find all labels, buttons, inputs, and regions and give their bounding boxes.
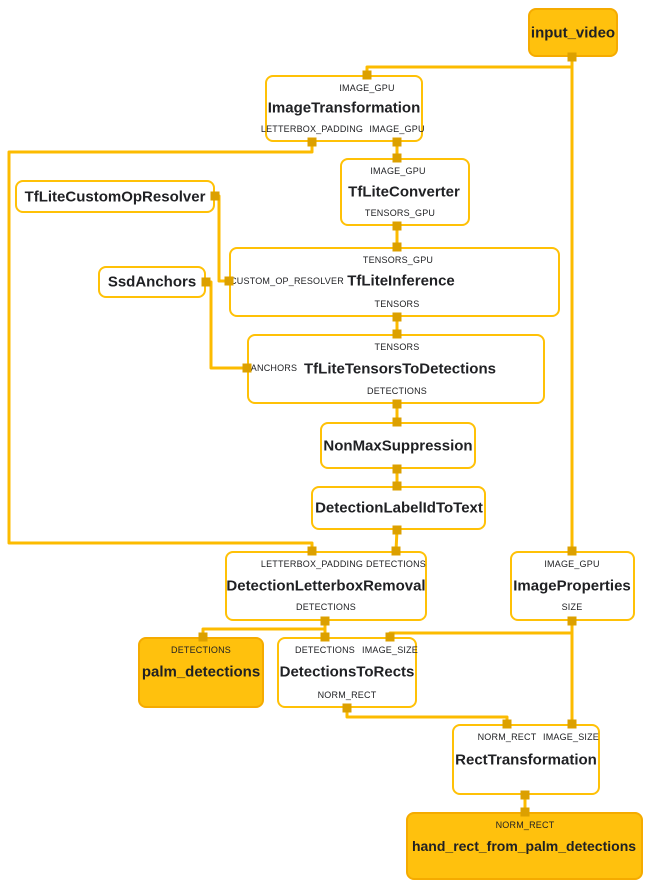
node-palm-detections-title: palm_detections (141, 663, 261, 681)
node-image-transformation-port-label: IMAGE_GPU (339, 83, 395, 93)
node-detection-letterbox-removal-port-label: DETECTIONS (295, 602, 357, 612)
node-non-max-suppression[interactable] (320, 422, 476, 469)
node-image-properties-title: ImageProperties (513, 577, 631, 595)
node-image-properties-port-label: SIZE (561, 602, 583, 612)
node-detection-label-id-to-text-title: DetectionLabelIdToText (315, 499, 483, 517)
node-tflite-inference-title: TfLiteInference (347, 272, 455, 290)
node-tflite-converter-title: TfLiteConverter (348, 183, 460, 201)
node-tflite-inference-port-label: CUSTOM_OP_RESOLVER (230, 276, 344, 286)
node-tflite-tensors-to-detections-port-label: TENSORS (374, 342, 420, 352)
node-hand-rect-from-palm-detections-title: hand_rect_from_palm_detections (411, 838, 637, 854)
node-detections-to-rects-port-label: NORM_RECT (317, 690, 377, 700)
edge-letterbox-removal-to-palm-detections (201, 621, 327, 637)
node-tflite-tensors-to-detections-port-label: DETECTIONS (366, 386, 428, 396)
node-tflite-inference-port-label: TENSORS (374, 299, 420, 309)
node-palm-detections-port-label: DETECTIONS (170, 645, 232, 655)
edge-size-to-detections-to-rects-image-size (388, 621, 574, 637)
node-image-transformation-port-label: IMAGE_GPU (369, 124, 425, 134)
node-tflite-converter-port-label: TENSORS_GPU (364, 208, 436, 218)
node-tflite-inference-port-label: TENSORS_GPU (362, 255, 434, 265)
node-detections-to-rects[interactable] (277, 637, 417, 708)
edge-custom-op-resolver-to-tflite-inference (215, 194, 229, 283)
node-image-transformation-title: ImageTransformation (267, 99, 421, 117)
node-rect-transformation-port-label: NORM_RECT (477, 732, 537, 742)
node-detections-to-rects-port-label: DETECTIONS (294, 645, 356, 655)
node-image-properties-port-label: IMAGE_GPU (544, 559, 600, 569)
node-tflite-converter[interactable] (340, 158, 470, 226)
node-tflite-tensors-to-detections-port-label: ANCHORS (250, 363, 298, 373)
node-image-transformation-port-label: LETTERBOX_PADDING (260, 124, 364, 134)
node-image-transformation[interactable] (265, 75, 423, 142)
node-detection-letterbox-removal-title: DetectionLetterboxRemoval (226, 577, 426, 595)
node-detection-letterbox-removal-port-label: DETECTIONS (365, 559, 427, 569)
node-tflite-custom-op-resolver-title: TfLiteCustomOpResolver (24, 188, 206, 206)
node-rect-transformation-title: RectTransformation (455, 751, 597, 769)
node-rect-transformation-port-label: IMAGE_SIZE (542, 732, 600, 742)
edge-input-video-to-image-transformation (365, 57, 574, 75)
edge-norm-rect-to-rect-transformation (345, 708, 509, 724)
edge-detection-label-id-to-text-to-letterbox-removal (394, 529, 399, 552)
node-detections-to-rects-port-label: IMAGE_SIZE (361, 645, 419, 655)
node-input-video[interactable] (528, 8, 618, 57)
node-tflite-tensors-to-detections-title: TfLiteTensorsToDetections (304, 360, 496, 378)
node-ssd-anchors-title: SsdAnchors (107, 273, 197, 291)
node-hand-rect-from-palm-detections-port-label: NORM_RECT (495, 820, 555, 830)
node-non-max-suppression-title: NonMaxSuppression (323, 437, 473, 455)
node-tflite-converter-port-label: IMAGE_GPU (370, 166, 426, 176)
node-detections-to-rects-title: DetectionsToRects (279, 663, 415, 681)
node-hand-rect-from-palm-detections[interactable] (406, 812, 643, 880)
node-input-video-title: input_video (530, 24, 616, 42)
node-detection-letterbox-removal-port-label: LETTERBOX_PADDING (260, 559, 364, 569)
